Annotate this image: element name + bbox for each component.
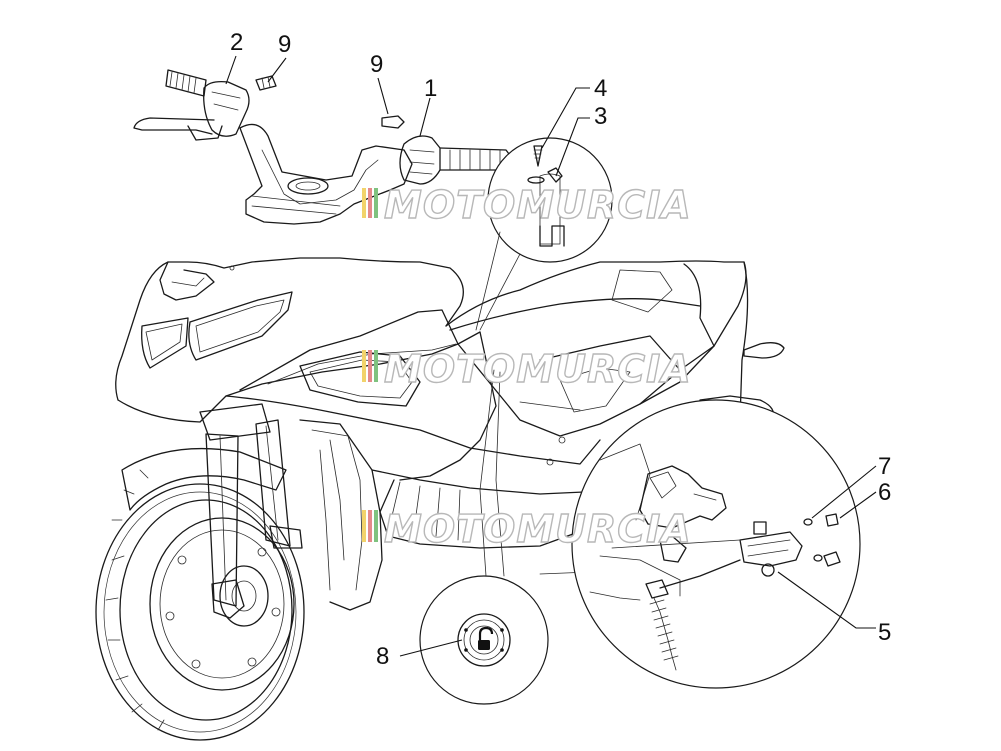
callout-8: 8: [376, 643, 389, 670]
callout-4: 4: [594, 75, 607, 102]
callout-7: 7: [878, 453, 891, 480]
detail-view-connector: [475, 137, 613, 331]
callout-5: 5: [878, 619, 891, 646]
callout-6: 6: [878, 479, 891, 506]
callout-3: 3: [594, 103, 607, 130]
padlock-icon: [478, 640, 490, 650]
watermark-text: MOTOMURCIA: [384, 507, 692, 551]
watermark-text: MOTOMURCIA: [384, 347, 692, 391]
front-wheel: [95, 403, 305, 741]
watermark-text: MOTOMURCIA: [384, 183, 692, 227]
leader-lines: [225, 55, 877, 657]
callout-9-right: 9: [370, 51, 383, 78]
callout-labels: 2 9 9 1 4 3 7 6 5 8: [230, 29, 891, 670]
detail-view-lock: [419, 369, 549, 705]
watermark-bottom: MOTOMURCIA: [362, 506, 692, 552]
callout-2: 2: [230, 29, 243, 56]
callout-9-left: 9: [278, 31, 291, 58]
callout-1: 1: [424, 75, 437, 102]
detail-view-actuator: [571, 399, 861, 689]
scooter-body: [115, 257, 785, 611]
watermark-top: MOTOMURCIA: [362, 182, 692, 228]
handlebar-assembly: [133, 69, 513, 225]
watermark-middle: MOTOMURCIA: [362, 346, 692, 392]
